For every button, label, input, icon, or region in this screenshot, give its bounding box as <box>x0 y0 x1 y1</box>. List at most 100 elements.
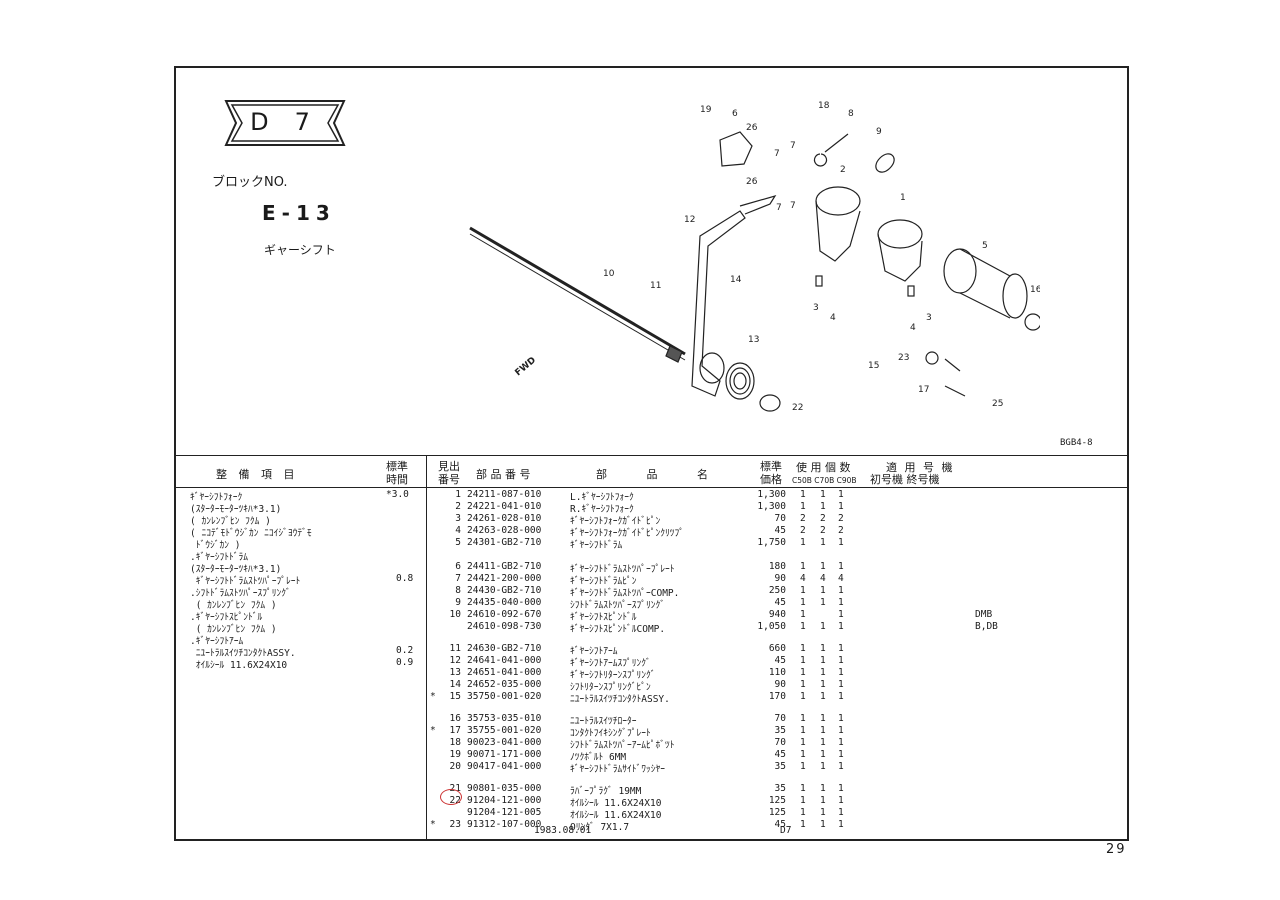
part-ref: 23 <box>449 819 461 830</box>
work-item-time: 0.8 <box>396 573 414 584</box>
part-name: ｷﾞﾔｰｼﾌﾄﾘﾀｰﾝｽﾌﾟﾘﾝｸﾞ <box>570 670 656 681</box>
part-q1: 1 <box>800 761 806 772</box>
part-partno: 24630-GB2-710 <box>467 643 542 654</box>
part-partno: 35750-001-020 <box>467 691 542 702</box>
part-q2: 2 <box>820 513 826 524</box>
part-price: 45 <box>774 597 786 608</box>
part-price: 1,300 <box>757 501 786 512</box>
part-ref: 14 <box>449 679 461 690</box>
block-number: E-13 <box>262 201 336 225</box>
label-15: 15 <box>868 361 879 371</box>
part-partno: 24221-041-010 <box>467 501 542 512</box>
label-19: 19 <box>700 105 712 115</box>
diagram-ref-code: BGB4-8 <box>1060 438 1093 448</box>
part-partno: 24211-087-010 <box>467 489 542 500</box>
part-price: 250 <box>768 585 786 596</box>
part-ref: 17 <box>449 725 461 736</box>
part-partno: 24411-GB2-710 <box>467 561 542 572</box>
part-q2: 1 <box>820 667 826 678</box>
label-9: 9 <box>876 127 882 137</box>
part-partno: 24641-041-000 <box>467 655 542 666</box>
part-q2: 1 <box>820 761 826 772</box>
part-partno: 90801-035-000 <box>467 783 542 794</box>
part-name: ﾉﾂｸﾎﾞﾙﾄ 6MM <box>570 752 627 763</box>
part-q2: 1 <box>820 585 826 596</box>
part-partno: 90023-041-000 <box>467 737 542 748</box>
part-ref: 12 <box>449 655 461 666</box>
label-23: 23 <box>898 353 909 363</box>
part-name: ｷﾞﾔｰｼﾌﾄｱｰﾑ <box>570 646 618 657</box>
part-q2: 1 <box>820 489 826 500</box>
label-25: 25 <box>992 399 1003 409</box>
part-q3: 1 <box>838 489 844 500</box>
part-q2: 1 <box>820 725 826 736</box>
label-4b: 4 <box>910 323 916 333</box>
part-q3: 1 <box>838 737 844 748</box>
part-q3: 1 <box>838 621 844 632</box>
part-ref: 11 <box>449 643 461 654</box>
label-7c: 7 <box>776 203 782 213</box>
work-item-time: 0.2 <box>396 645 414 656</box>
part-q1: 1 <box>800 537 806 548</box>
part-ref: 1 <box>455 489 461 500</box>
part-q1: 1 <box>800 679 806 690</box>
part-q2: 1 <box>820 655 826 666</box>
fwd-label: FWD <box>514 356 538 379</box>
part-q1: 1 <box>800 795 806 806</box>
label-16: 16 <box>1030 285 1040 295</box>
part-q2: 1 <box>820 501 826 512</box>
part-price: 70 <box>774 713 786 724</box>
label-13: 13 <box>748 335 759 345</box>
label-3a: 3 <box>813 303 819 313</box>
part-partno: 35755-001-020 <box>467 725 542 736</box>
badge-frame-icon <box>224 100 346 146</box>
part-name: ｵｲﾙｼｰﾙ 11.6X24X10 <box>570 798 662 809</box>
part-name: ｺﾝﾀｸﾄﾌｲｷｼﾝｸﾞﾌﾟﾚｰﾄ <box>570 728 651 739</box>
part-q3: 2 <box>838 513 844 524</box>
header-qty-models: C50B C70B C90B <box>792 476 857 485</box>
part-partno: 24435-040-000 <box>467 597 542 608</box>
label-7b: 7 <box>790 141 796 151</box>
part-price: 45 <box>774 655 786 666</box>
part-name: L.ｷﾞﾔｰｼﾌﾄﾌｫｰｸ <box>570 492 634 503</box>
part-q3: 1 <box>838 655 844 666</box>
part-q1: 1 <box>800 621 806 632</box>
part-ref: 3 <box>455 513 461 524</box>
part-q1: 1 <box>800 725 806 736</box>
part-q3: 1 <box>838 643 844 654</box>
part-partno: 24261-028-010 <box>467 513 542 524</box>
part-name: ｷﾞﾔｰｼﾌﾄｽﾋﾟﾝﾄﾞﾙ <box>570 612 637 623</box>
part-name: ｼﾌﾄﾄﾞﾗﾑｽﾄﾂﾊﾟｰｽﾌﾟﾘﾝｸﾞ <box>570 600 666 611</box>
part-q1: 2 <box>800 513 806 524</box>
badge-letter: D <box>250 108 295 136</box>
part-name: ｷﾞﾔｰｼﾌﾄﾄﾞﾗﾑﾋﾟﾝ <box>570 576 637 587</box>
part-q3: 1 <box>838 537 844 548</box>
part-price: 35 <box>774 783 786 794</box>
part-name: ｵｲﾙｼｰﾙ 11.6X24X10 <box>570 810 662 821</box>
part-price: 45 <box>774 749 786 760</box>
part-q2: 1 <box>820 807 826 818</box>
part-q1: 4 <box>800 573 806 584</box>
part-ref: 21 <box>449 783 461 794</box>
part-price: 1,300 <box>757 489 786 500</box>
part-q1: 1 <box>800 807 806 818</box>
work-item: ( ﾆｺﾃﾞﾓﾄﾞｳｼﾞｶﾝ ﾆｺｲｼﾞﾖｳﾃﾞﾓ <box>190 528 312 539</box>
part-q1: 1 <box>800 737 806 748</box>
header-work-items: 整 備 項 目 <box>216 468 299 481</box>
column-divider <box>426 456 427 840</box>
part-ref: 8 <box>455 585 461 596</box>
part-name: ｷﾞﾔｰｼﾌﾄﾌｫｰｸｶﾞｲﾄﾞﾋﾟﾝｸﾘﾂﾌﾟ <box>570 528 685 539</box>
part-q1: 1 <box>800 819 806 830</box>
part-q3: 1 <box>838 807 844 818</box>
part-q1: 1 <box>800 501 806 512</box>
part-apply: DMB <box>975 609 993 620</box>
header-ref-2: 番号 <box>438 473 460 486</box>
part-name: ｷﾞﾔｰｼﾌﾄﾄﾞﾗﾑｽﾄﾂﾊﾟｰﾌﾟﾚｰﾄ <box>570 564 675 575</box>
part-q1: 1 <box>800 643 806 654</box>
part-price: 35 <box>774 761 786 772</box>
label-22: 22 <box>792 403 803 413</box>
work-item: ﾆﾕｰﾄﾗﾙｽｲﾂﾁｺﾝﾀｸﾄASSY. <box>190 648 296 659</box>
part-q3: 1 <box>838 609 844 620</box>
part-name: ﾆﾕｰﾄﾗﾙｽｲﾂﾁｺﾝﾀｸﾄASSY. <box>570 694 670 705</box>
header-part-number: 部 品 番 号 <box>476 468 531 481</box>
